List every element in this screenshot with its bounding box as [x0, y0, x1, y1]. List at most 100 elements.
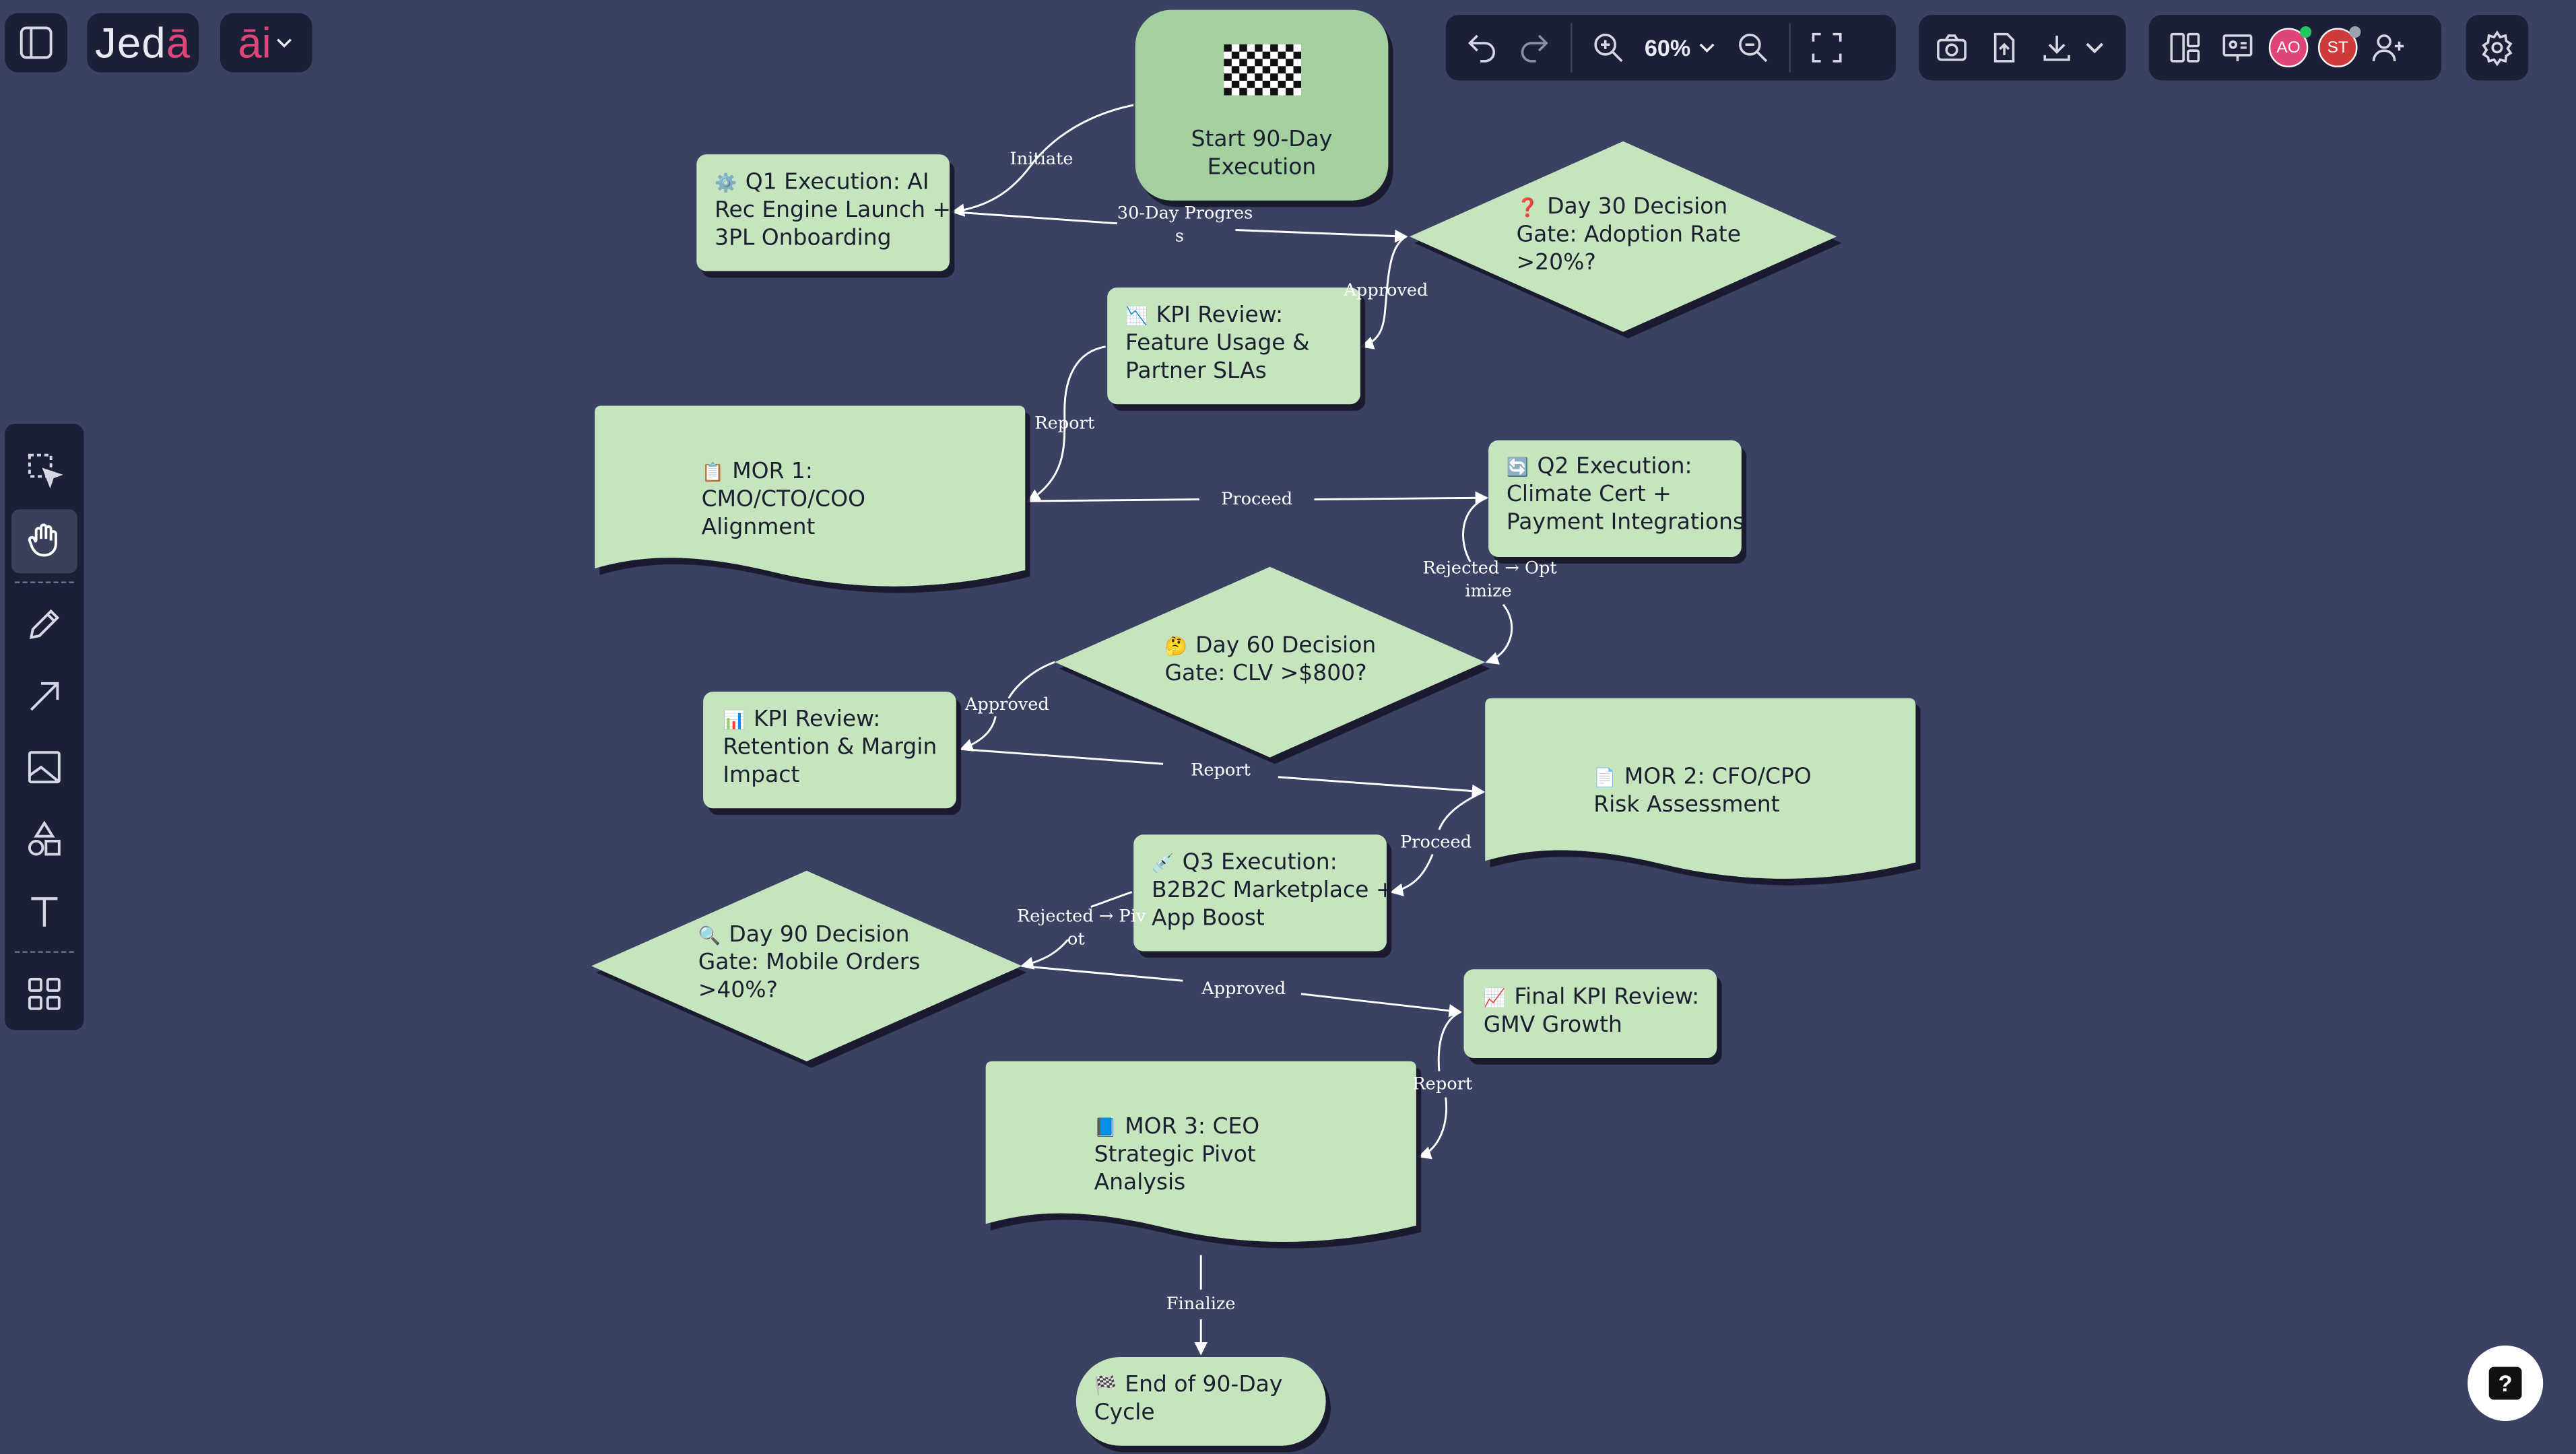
zoom-level-dropdown[interactable]: 60% — [1645, 34, 1717, 61]
node-start[interactable] — [1135, 9, 1389, 201]
node-kpi-review-1[interactable] — [1107, 287, 1360, 405]
history-zoom-toolbar: 60% — [1445, 14, 1896, 81]
zoom-in-icon — [1594, 33, 1623, 63]
avatar[interactable]: ST — [2317, 26, 2361, 68]
checkered-flag-icon: 🏁 — [1094, 1375, 1117, 1397]
sidebar-toggle-panel[interactable] — [5, 13, 68, 73]
node-q1-execution[interactable] — [696, 154, 950, 271]
edge-initiate[interactable] — [951, 104, 1134, 217]
edge-30-day-progress[interactable] — [952, 211, 1406, 237]
thinking-face-icon: 🤔 — [1164, 636, 1187, 657]
presentation-icon — [2222, 34, 2253, 61]
undo-button[interactable] — [1455, 22, 1508, 74]
chevron-down-icon[interactable] — [2083, 36, 2106, 59]
node-mor1-document[interactable] — [595, 405, 1026, 587]
pen-tool[interactable] — [11, 592, 77, 657]
app-logo: Jedā — [94, 17, 191, 67]
edge-report-1[interactable] — [1026, 345, 1106, 502]
edge-approved-2[interactable] — [961, 661, 1055, 749]
ai-menu-button[interactable]: āi — [220, 13, 312, 73]
presentation-button[interactable] — [2211, 22, 2264, 74]
edge-label-proceed: Proceed — [1400, 832, 1472, 853]
kpi1-node-label: 📉KPI Review: Feature Usage &Partner SLAs — [1125, 302, 1310, 385]
select-icon — [28, 453, 63, 488]
zoom-out-button[interactable] — [1727, 22, 1779, 74]
undo-icon — [1467, 34, 1496, 63]
invite-user-button[interactable] — [2363, 22, 2415, 74]
avatar[interactable]: AO — [2268, 26, 2312, 68]
tool-divider — [14, 582, 74, 584]
edge-label-report: Report — [1191, 760, 1251, 781]
q1-node-label: ⚙️Q1 Execution: AI Rec Engine Launch +3P… — [715, 169, 952, 252]
chevron-down-icon — [1699, 43, 1715, 53]
import-button[interactable] — [1978, 22, 2030, 74]
zoom-in-button[interactable] — [1582, 22, 1634, 74]
pencil-icon — [29, 609, 60, 640]
zoom-level-value: 60% — [1644, 34, 1691, 61]
mor2-node-label: 📄MOR 2: CFO/CPO Risk Assessment — [1593, 764, 1812, 818]
gear-icon — [2482, 30, 2513, 66]
day60-node-label: 🤔Day 60 Decision Gate: CLV >$800? — [1164, 632, 1377, 687]
layout-button[interactable] — [2158, 22, 2211, 74]
hand-tool[interactable] — [11, 508, 77, 574]
edge-approved-1[interactable] — [1360, 235, 1407, 350]
select-tool[interactable] — [11, 437, 77, 502]
node-day30-gate[interactable] — [1410, 141, 1837, 332]
node-q3-execution[interactable] — [1133, 834, 1387, 952]
tool-palette — [5, 424, 84, 1030]
zoom-out-icon — [1739, 33, 1768, 63]
screenshot-button[interactable] — [1925, 22, 1978, 74]
node-mor3-document[interactable] — [985, 1061, 1416, 1242]
image-icon — [28, 752, 61, 784]
edge-label-report: Report — [1412, 1074, 1473, 1094]
node-kpi-review-2[interactable] — [703, 691, 956, 809]
day30-node-label: ❓Day 30 Decision Gate: Adoption Rate>20%… — [1516, 193, 1742, 276]
shapes-tool[interactable] — [11, 807, 77, 872]
edge-approved-3[interactable] — [1022, 964, 1460, 1012]
edge-rejected-optimize[interactable] — [1462, 496, 1513, 662]
edge-proceed-1[interactable] — [1028, 498, 1487, 501]
edge-report-2[interactable] — [960, 748, 1484, 791]
grid-icon — [28, 978, 61, 1011]
status-dot — [2349, 26, 2361, 38]
status-dot — [2300, 26, 2312, 38]
end-node-label: 🏁End of 90-Day Cycle — [1094, 1371, 1283, 1426]
edge-rejected-pivot[interactable] — [1022, 891, 1133, 966]
image-tool[interactable] — [11, 735, 77, 801]
arrow-tool[interactable] — [11, 663, 77, 729]
question-icon: ❓ — [1516, 197, 1539, 219]
node-day60-gate[interactable] — [1055, 566, 1486, 758]
node-end[interactable] — [1076, 1356, 1326, 1446]
book-icon: 📘 — [1094, 1117, 1117, 1139]
logo-panel: Jedā — [87, 13, 199, 73]
chevron-down-icon — [277, 38, 292, 48]
help-icon: ? — [2488, 1366, 2522, 1400]
edge-proceed-2[interactable] — [1391, 791, 1484, 892]
toolbar-divider — [1789, 23, 1791, 73]
sidebar-toggle-icon[interactable] — [16, 23, 56, 63]
bar-chart-icon: 📊 — [723, 709, 746, 731]
gear-icon: ⚙️ — [715, 172, 737, 194]
edge-report-3[interactable] — [1420, 1011, 1461, 1157]
node-q2-execution[interactable] — [1488, 440, 1742, 557]
node-final-kpi-review[interactable] — [1463, 969, 1717, 1058]
kpi3-node-label: 📈Final KPI Review: GMV Growth — [1483, 984, 1700, 1038]
download-button[interactable] — [2030, 22, 2083, 74]
arrow-icon — [30, 682, 59, 711]
node-mor2-document[interactable] — [1485, 698, 1916, 879]
help-button[interactable]: ? — [2467, 1345, 2544, 1422]
apps-tool[interactable] — [11, 962, 77, 1027]
redo-button[interactable] — [1508, 22, 1560, 74]
camera-icon — [1937, 34, 1967, 61]
edge-label-report: Report — [1034, 414, 1095, 434]
fit-screen-button[interactable] — [1801, 22, 1853, 74]
settings-button[interactable] — [2466, 14, 2529, 81]
text-tool[interactable] — [11, 878, 77, 944]
